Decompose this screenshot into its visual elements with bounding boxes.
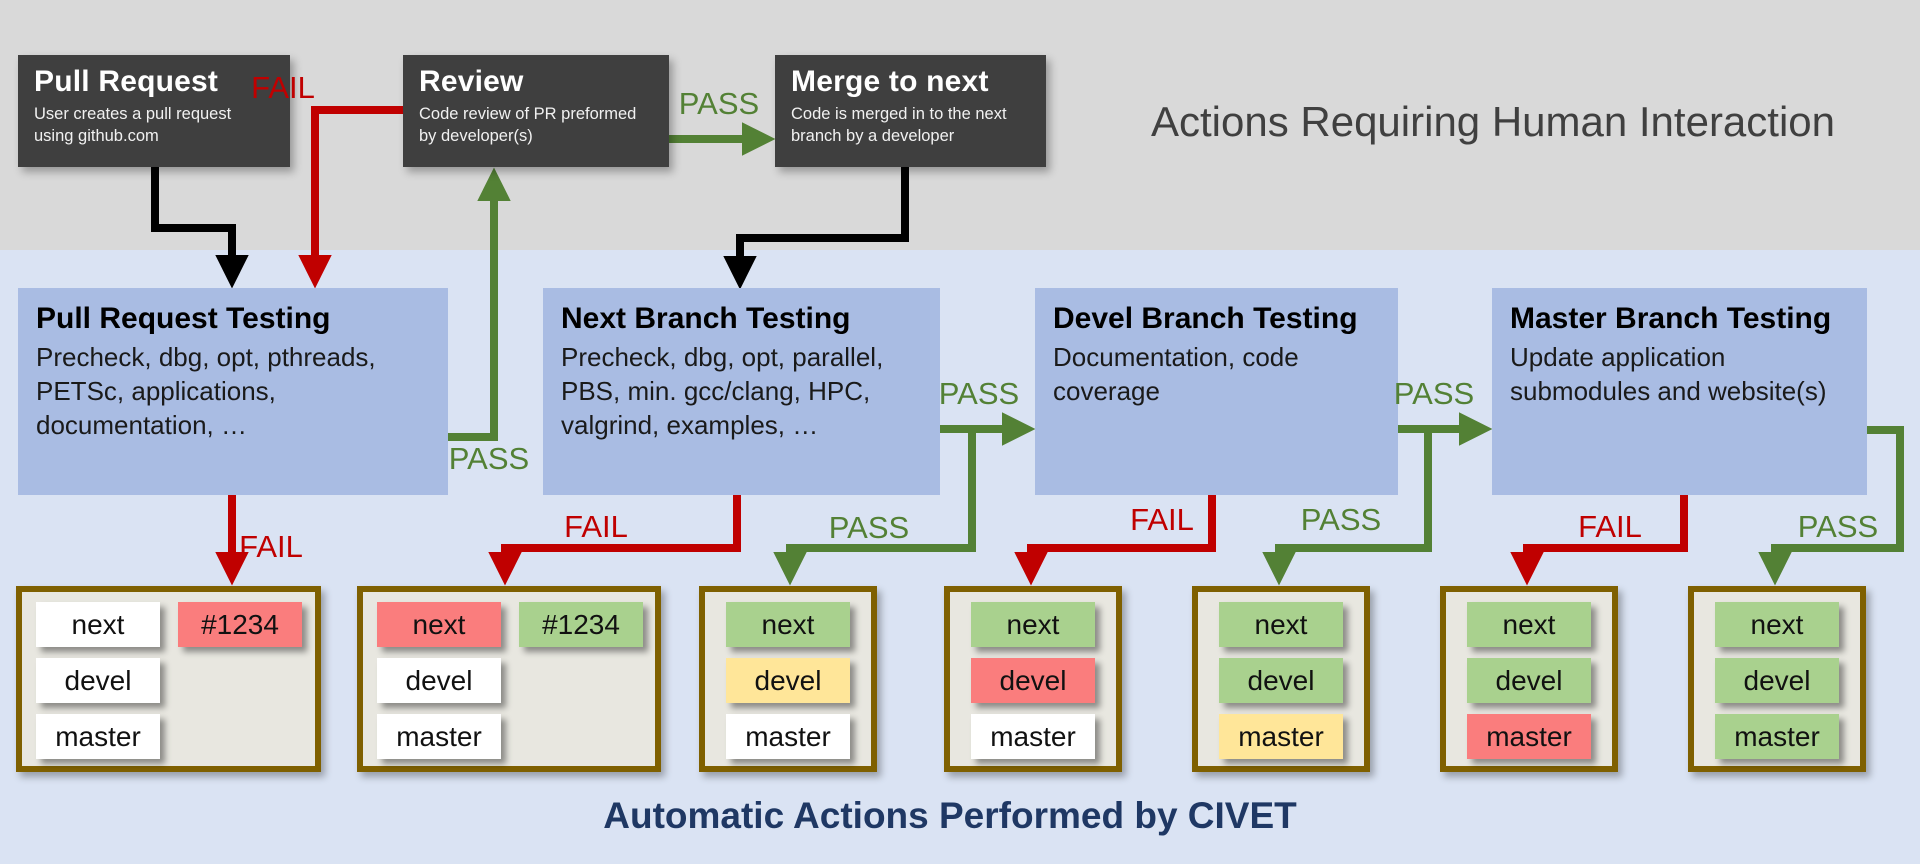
master-testing-title: Master Branch Testing [1510, 302, 1832, 335]
pull-request-title: Pull Request [34, 65, 219, 98]
pr-testing-description: Precheck, dbg, opt, pthreads, PETSc, app… [36, 342, 376, 440]
branch-chip-devel: devel [377, 658, 501, 703]
pr-chip: #1234 [519, 602, 643, 647]
branch-chip-master: master [1715, 714, 1839, 759]
status-box-1: next #1234 devel master [16, 586, 321, 772]
review-title: Review [419, 65, 524, 98]
arrow-review-fail-to-pr-testing [298, 106, 403, 289]
pr-testing-title: Pull Request Testing [36, 302, 331, 335]
branch-chip-next: next [1467, 602, 1591, 647]
status-box-5: next devel master [1192, 586, 1370, 772]
arrow-merge-to-next-testing [723, 167, 909, 290]
label-pass-review-to-merge: PASS [678, 86, 760, 121]
human-section-title: Actions Requiring Human Interaction [1150, 98, 1836, 145]
label-pass-next-to-devel: PASS [938, 376, 1020, 411]
label-fail-pr-testing: FAIL [239, 529, 303, 564]
label-fail-next-testing: FAIL [564, 509, 628, 544]
devel-testing-description: Documentation, code coverage [1053, 342, 1299, 406]
branch-chip-devel: devel [971, 658, 1095, 703]
branch-chip-devel: devel [36, 658, 160, 703]
branch-chip-next: next [726, 602, 850, 647]
status-box-4: next devel master [944, 586, 1122, 772]
arrow-pull-request-to-pr-testing [151, 167, 249, 289]
branch-chip-devel: devel [1219, 658, 1343, 703]
branch-chip-next: next [377, 602, 501, 647]
label-pass-pr-testing-to-review: PASS [448, 441, 530, 476]
merge-to-next-title: Merge to next [791, 65, 989, 98]
pr-chip: #1234 [178, 602, 302, 647]
review-description: Code review of PR preformed by developer… [419, 105, 637, 145]
branch-chip-master: master [1219, 714, 1343, 759]
merge-to-next-description: Code is merged in to the next branch by … [791, 105, 1007, 145]
civet-pull-request-testing: Pull Request Testing Precheck, dbg, opt,… [18, 288, 448, 495]
status-box-6: next devel master [1440, 586, 1618, 772]
branch-chip-master: master [36, 714, 160, 759]
branch-chip-master: master [377, 714, 501, 759]
arrow-master-fail-to-status-6 [1510, 495, 1688, 586]
civet-devel-branch-testing: Devel Branch Testing Documentation, code… [1035, 288, 1398, 495]
label-pass-next-testing: PASS [828, 510, 910, 545]
arrow-devel-pass-to-status-5 [1262, 429, 1432, 586]
label-fail-master-testing: FAIL [1578, 509, 1642, 544]
label-pass-devel-to-master: PASS [1393, 376, 1475, 411]
master-testing-description: Update application submodules and websit… [1510, 342, 1827, 406]
status-box-3: next devel master [699, 586, 877, 772]
arrow-pr-testing-pass-to-review [448, 167, 511, 441]
branch-chip-devel: devel [726, 658, 850, 703]
civet-next-branch-testing: Next Branch Testing Precheck, dbg, opt, … [543, 288, 940, 495]
branch-chip-master: master [726, 714, 850, 759]
label-fail-devel-testing: FAIL [1130, 502, 1194, 537]
next-testing-description: Precheck, dbg, opt, parallel, PBS, min. … [561, 342, 884, 440]
status-box-7: next devel master [1688, 586, 1866, 772]
status-box-2: next #1234 devel master [357, 586, 661, 772]
human-action-pull-request: Pull Request User creates a pull request… [18, 55, 290, 167]
human-action-merge-to-next: Merge to next Code is merged in to the n… [775, 55, 1046, 167]
branch-chip-devel: devel [1715, 658, 1839, 703]
label-pass-devel-testing: PASS [1300, 502, 1382, 537]
devel-testing-title: Devel Branch Testing [1053, 302, 1358, 335]
arrow-devel-fail-to-status-4 [1014, 495, 1216, 586]
branch-chip-next: next [971, 602, 1095, 647]
branch-chip-master: master [1467, 714, 1591, 759]
arrow-next-pass-to-status-3 [773, 429, 976, 586]
pull-request-description: User creates a pull request using github… [34, 105, 232, 145]
human-action-review: Review Code review of PR preformed by de… [403, 55, 669, 167]
label-fail-review: FAIL [251, 70, 315, 105]
civet-master-branch-testing: Master Branch Testing Update application… [1492, 288, 1867, 495]
branch-chip-next: next [36, 602, 160, 647]
branch-chip-devel: devel [1467, 658, 1591, 703]
next-testing-title: Next Branch Testing [561, 302, 851, 335]
label-pass-master-testing: PASS [1797, 509, 1879, 544]
branch-chip-next: next [1715, 602, 1839, 647]
arrow-master-pass-to-status-7 [1758, 426, 1904, 586]
civet-section-title: Automatic Actions Performed by CIVET [603, 795, 1297, 836]
arrow-next-fail-to-status-2 [488, 495, 741, 586]
branch-chip-next: next [1219, 602, 1343, 647]
branch-chip-master: master [971, 714, 1095, 759]
